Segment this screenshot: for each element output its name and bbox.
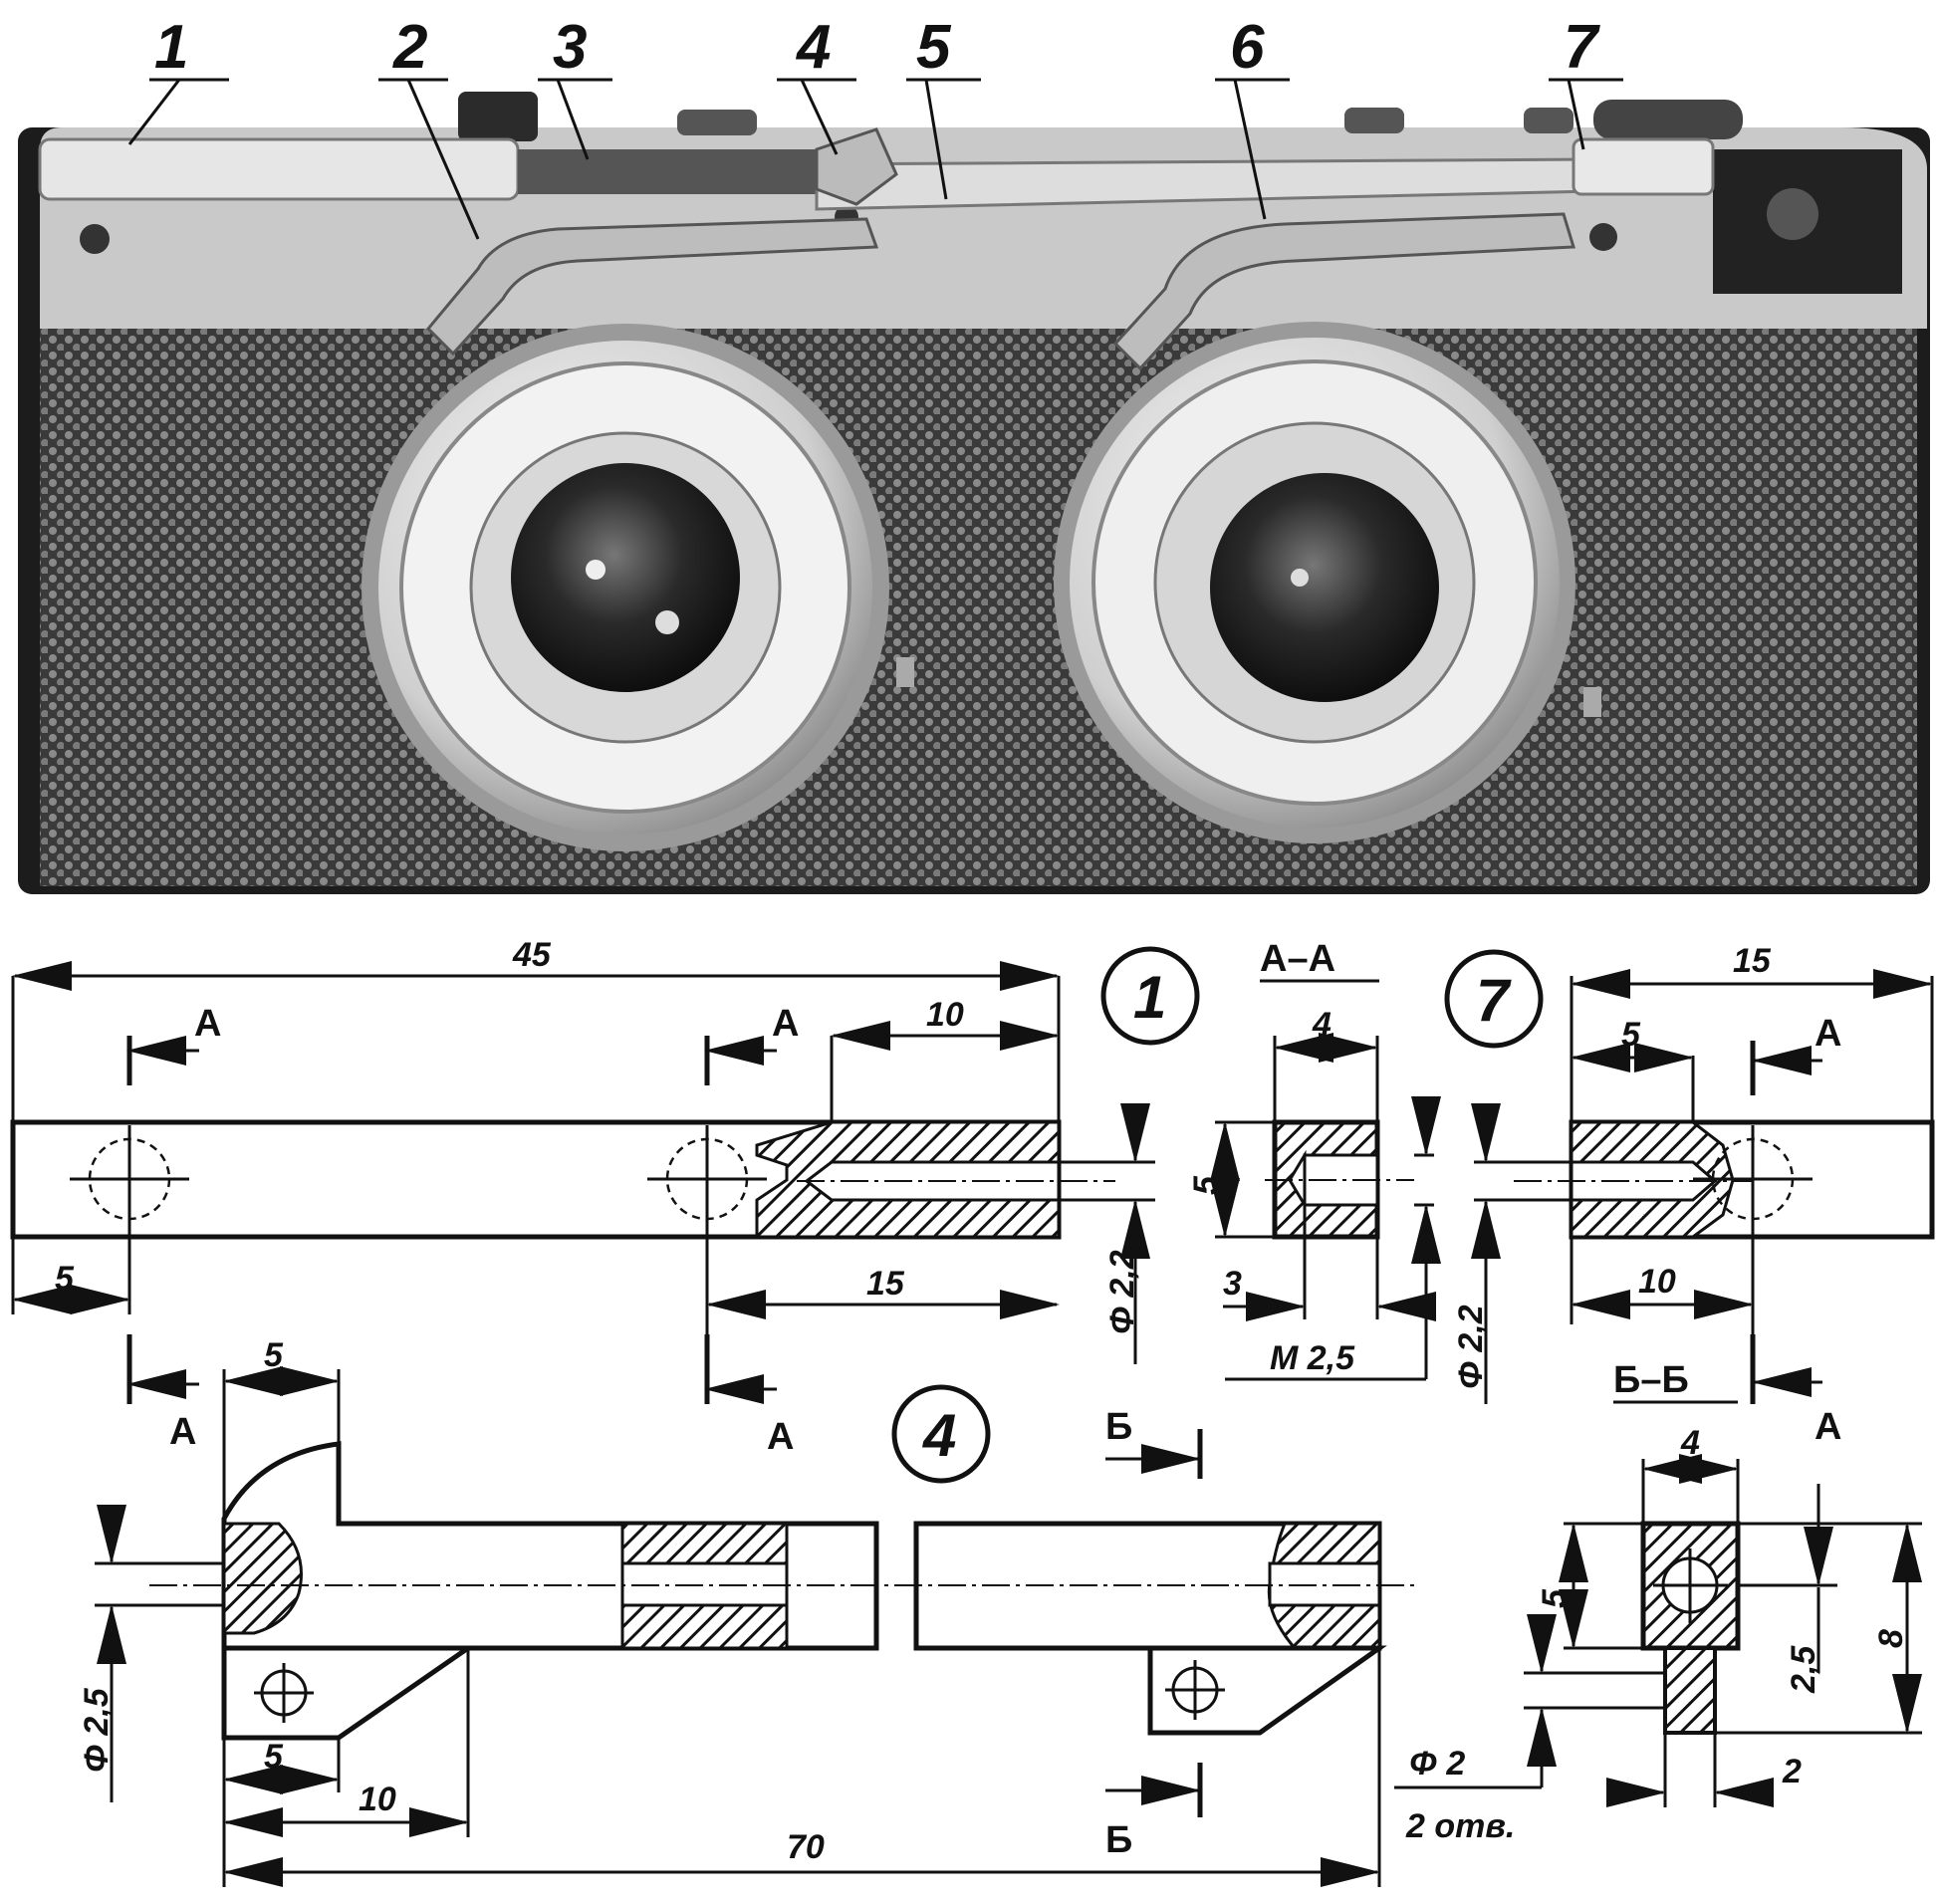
part-marker-4-label: 4 xyxy=(922,1402,956,1469)
dim-5-ear: 5 xyxy=(264,1738,284,1776)
section-aa-drawing: А–А 4 5 3 M 2,5 xyxy=(1187,938,1441,1381)
section-mark-A: A xyxy=(194,1003,221,1045)
dim-2.5: 2,5 xyxy=(1785,1645,1822,1694)
lens-glass xyxy=(511,463,740,692)
part-7-drawing: 15 5 10 Φ 2,2 A A 7 xyxy=(1444,942,1935,1448)
callout-7: 7 xyxy=(1564,13,1600,82)
dim-5: 5 xyxy=(55,1260,75,1298)
section-bb-title: Б–Б xyxy=(1613,1359,1689,1401)
dim-5-height: 5 xyxy=(1187,1175,1225,1195)
dim-4: 4 xyxy=(1312,1006,1332,1044)
callout-6: 6 xyxy=(1230,13,1265,82)
dim-8: 8 xyxy=(1872,1629,1910,1648)
section-bb-drawing: Б–Б 4 5 2,5 8 2 Φ 2 2 отв. xyxy=(1394,1359,1922,1845)
part-marker-1 xyxy=(1100,946,1200,1046)
part-marker-7-label: 7 xyxy=(1476,967,1512,1034)
leatherette-texture xyxy=(40,319,1917,886)
dim-45: 45 xyxy=(512,936,552,974)
dim-15: 15 xyxy=(1733,942,1772,980)
callout-5: 5 xyxy=(916,13,952,82)
section-bb-pin xyxy=(1663,1646,1717,1735)
callout-4: 4 xyxy=(795,13,831,82)
rewind-knob xyxy=(1593,100,1743,139)
dim-dia-2.5: Φ 2,5 xyxy=(78,1687,116,1773)
dim-10: 10 xyxy=(359,1781,396,1818)
dim-5: 5 xyxy=(1621,1016,1641,1054)
right-lens xyxy=(1054,322,1575,843)
dim-M2.5: M 2,5 xyxy=(1270,1339,1355,1377)
dim-70: 70 xyxy=(787,1828,825,1866)
section-mark-B: Б xyxy=(1105,1819,1132,1861)
callout-2: 2 xyxy=(392,13,427,82)
section-aa-title: А–А xyxy=(1260,938,1335,980)
clamp-part-4 xyxy=(815,127,898,206)
lens-glass xyxy=(1210,473,1439,702)
dim-3: 3 xyxy=(1223,1265,1242,1303)
dim-dia-2.2: Φ 2,2 xyxy=(1452,1305,1490,1389)
screw-icon xyxy=(1589,223,1617,251)
dim-2: 2 xyxy=(1782,1753,1802,1790)
section-mark-A: A xyxy=(1815,1406,1841,1448)
lever-part-2 xyxy=(425,217,879,357)
part-marker-4 xyxy=(891,1384,991,1484)
dim-dia-2.2: Φ 2,2 xyxy=(1103,1250,1141,1334)
dim-holes-note: 2 отв. xyxy=(1405,1807,1515,1845)
dim-4: 4 xyxy=(1680,1424,1700,1462)
dim-15: 15 xyxy=(866,1265,905,1303)
camera-photo: 1 2 3 4 5 6 7 xyxy=(18,13,1930,894)
rail-part-7 xyxy=(1572,137,1715,196)
callout-leaders xyxy=(127,78,1623,240)
dim-dia-2: Φ 2 xyxy=(1409,1745,1465,1783)
rail-part-3 xyxy=(518,149,817,194)
section-mark-A: A xyxy=(169,1411,196,1453)
part-marker-1-label: 1 xyxy=(1133,964,1166,1031)
part-4-drawing: 5 Φ 2,5 5 10 70 Б Б 4 xyxy=(78,1336,1414,1887)
callout-1: 1 xyxy=(154,13,188,82)
dim-5-height: 5 xyxy=(1536,1588,1574,1608)
shutter-button xyxy=(458,92,538,141)
section-mark-B: Б xyxy=(1105,1406,1132,1448)
dim-5: 5 xyxy=(264,1336,284,1374)
section-mark-A: A xyxy=(767,1416,794,1458)
section-mark-A: A xyxy=(772,1003,799,1045)
section-mark-A: A xyxy=(1815,1013,1841,1055)
callout-3: 3 xyxy=(553,13,587,82)
part-marker-7 xyxy=(1444,949,1544,1049)
part-1-drawing: 45 10 5 15 Φ 2,2 A A A A 1 xyxy=(10,936,1200,1458)
dim-10: 10 xyxy=(926,996,964,1034)
left-lens xyxy=(362,324,889,851)
lever-part-6 xyxy=(1112,212,1575,371)
dim-10: 10 xyxy=(1638,1263,1676,1301)
screw-icon xyxy=(80,224,110,254)
